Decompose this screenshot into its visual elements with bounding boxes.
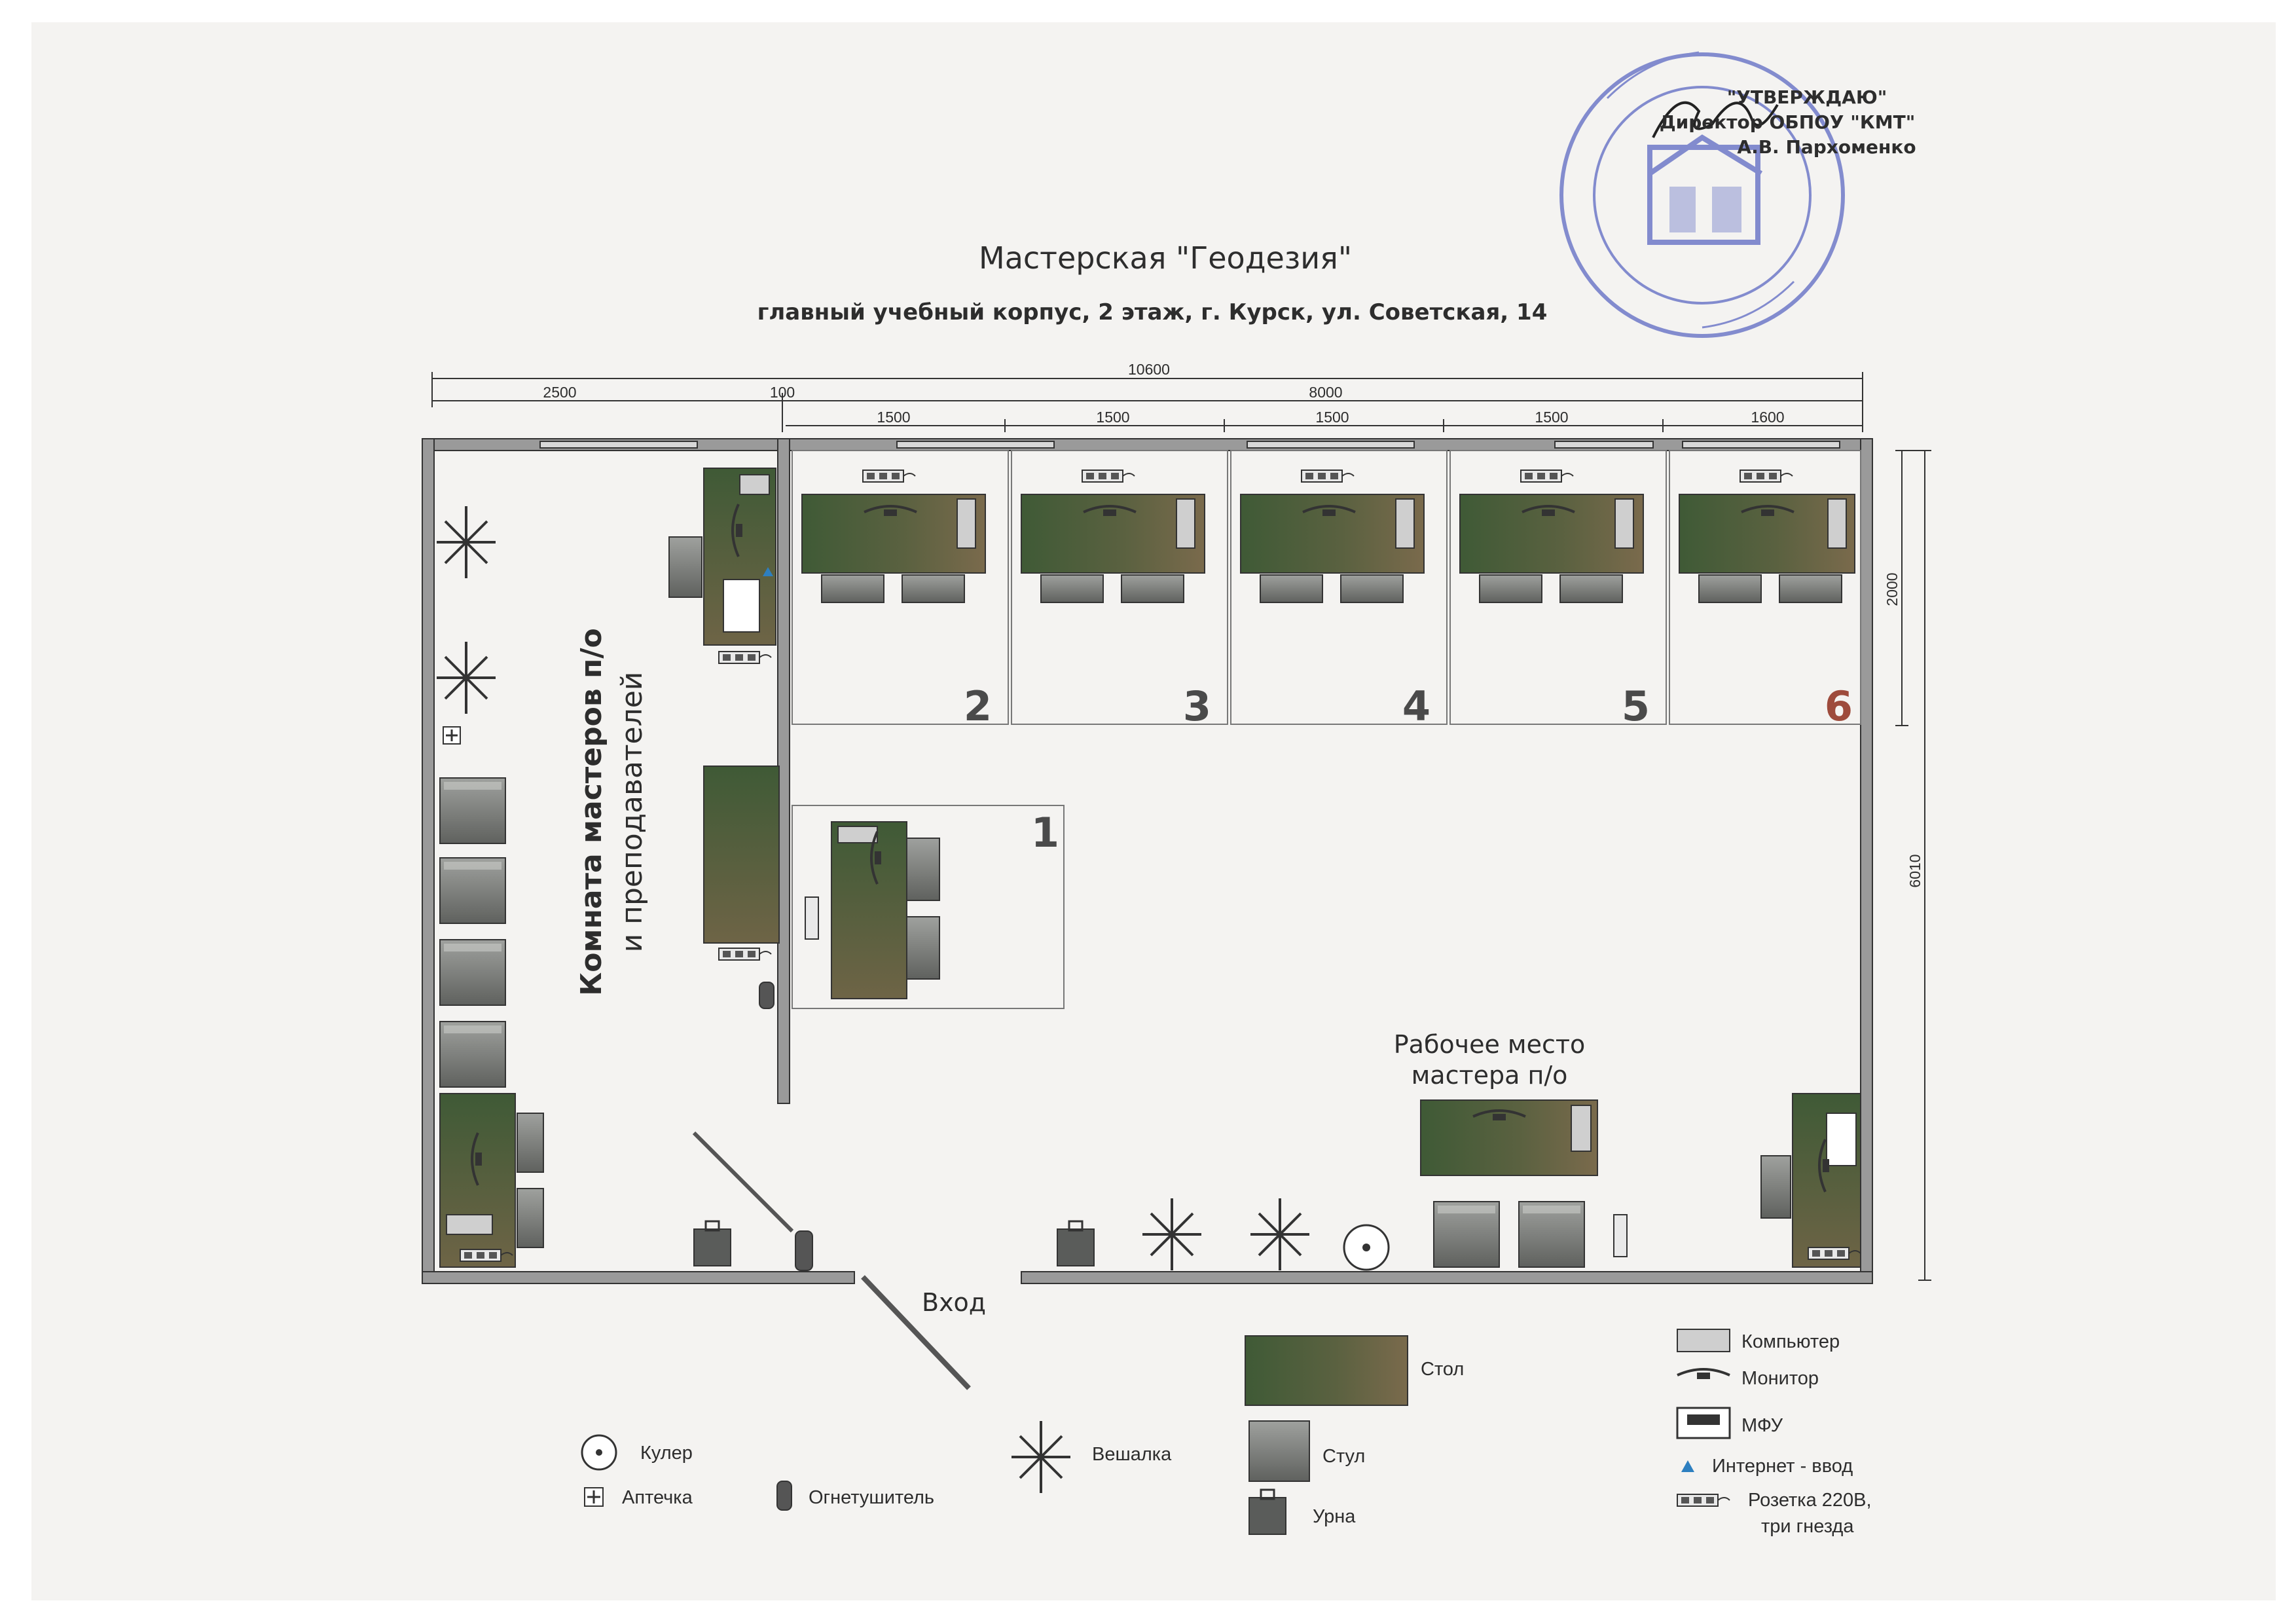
dimension-lines [431,372,1931,1281]
workstation-2 [801,470,986,603]
master-place-label-line-2: мастера п/о [1412,1061,1568,1090]
bin-icon [1248,1488,1287,1536]
dim-total-depth: 6010 [1906,854,1923,887]
legend-table: Стол [1421,1359,1464,1380]
bay-partitions [792,450,1861,1009]
staff-door [692,1131,794,1233]
legend-socket-line-1: Розетка 220В, [1748,1490,1872,1511]
legend-hanger: Вешалка [1092,1444,1172,1465]
entrance-label: Вход [922,1288,986,1317]
monitor-icon [1676,1368,1731,1380]
extinguisher-icon [776,1481,792,1511]
master-place-label-line-1: Рабочее место [1394,1030,1586,1059]
legend-chair: Стул [1322,1446,1365,1467]
legend-extinguisher: Огнетушитель [809,1487,934,1508]
dim-bay-1: 1500 [877,409,910,426]
workstation-number-4: 4 [1402,682,1430,730]
workstation-4 [1240,470,1425,603]
workstation-number-1: 1 [1031,809,1059,857]
legend-first-aid: Аптечка [622,1487,693,1508]
hanger-icon [1010,1420,1072,1494]
legend-cooler: Кулер [640,1443,693,1464]
internet-icon [1681,1460,1694,1472]
official-seal [1559,51,1845,338]
windows [539,441,1840,449]
workstation-number-6: 6 [1825,682,1853,730]
legend-socket-line-2: три гнезда [1761,1516,1854,1537]
legend: Кулер Аптечка Огнетушитель Вешалка Стол … [581,1329,1872,1537]
paper-sheet [31,22,2276,1600]
chair-icon [1248,1420,1310,1482]
staff-room-label-line-2: и преподавателей [615,672,649,953]
dim-left-room: 2500 [543,384,576,401]
socket-icon [1677,1494,1730,1507]
workshop-bottom-furniture [693,1093,1861,1272]
workstation-5 [1459,470,1644,603]
walls [422,438,1873,1284]
staff-room-furniture [435,468,780,1268]
dim-bay-depth: 2000 [1884,572,1901,606]
dim-bay-4: 1500 [1535,409,1568,426]
plan-title: Мастерская "Геодезия" [979,240,1352,276]
dim-bay-3: 1500 [1315,409,1349,426]
dim-workshop: 8000 [1309,384,1342,401]
approval-line-2: Директор ОБПОУ "КМТ" [1660,111,1916,133]
legend-computer: Компьютер [1741,1331,1840,1352]
dim-bay-5: 1600 [1751,409,1784,426]
workstation-6 [1679,470,1855,603]
entrance-door [861,1275,971,1390]
workstation-number-3: 3 [1183,682,1211,730]
workstation-number-5: 5 [1622,682,1650,730]
signature [1652,101,1779,138]
table-icon [1245,1335,1408,1406]
workstation-number-2: 2 [964,682,992,730]
staff-room-label-line-1: Комната мастеров п/о [575,628,608,995]
legend-internet: Интернет - ввод [1712,1456,1853,1477]
workstation-1 [805,821,940,999]
approval-line-3: А.В. Пархоменко [1737,136,1916,158]
approval-line-1: "УТВЕРЖДАЮ" [1727,86,1887,108]
dim-bay-2: 1500 [1096,409,1129,426]
computer-icon [1677,1329,1730,1352]
workstation-3 [1021,470,1205,603]
legend-bin: Урна [1313,1506,1356,1527]
dim-wall: 100 [770,384,795,401]
plan-subtitle: главный учебный корпус, 2 этаж, г. Курск… [757,299,1548,325]
legend-monitor: Монитор [1741,1368,1819,1389]
legend-mfp: МФУ [1741,1415,1783,1436]
dim-total-width: 10600 [1128,361,1170,378]
